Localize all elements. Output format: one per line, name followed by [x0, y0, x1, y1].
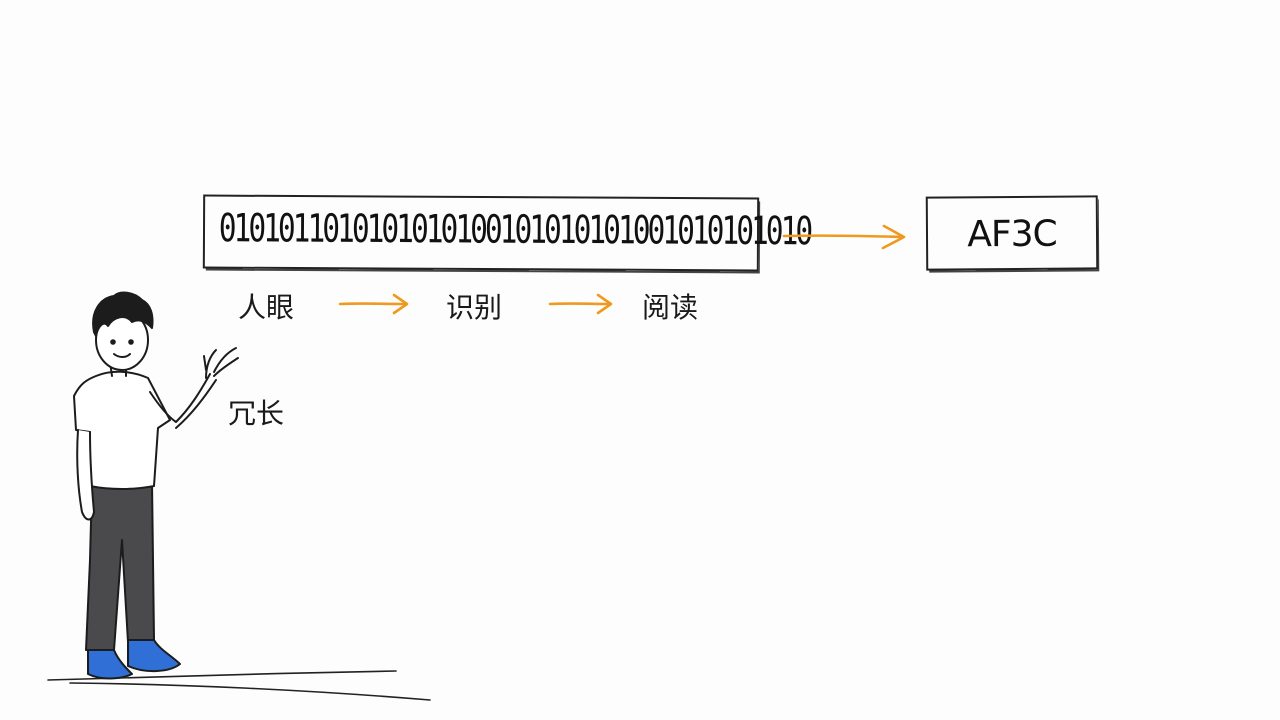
speech-word: 冗长: [228, 397, 285, 430]
person-shirt: [73, 370, 171, 490]
step-recognize-label: 识别: [446, 291, 503, 324]
person-pants: [85, 481, 155, 651]
person-shoe-right: [127, 639, 181, 672]
step-eye-label: 人眼: [238, 291, 295, 324]
person-hair: [92, 291, 154, 337]
person-shoe-left: [87, 649, 133, 680]
ground-line: [47, 670, 431, 701]
person-hand: [203, 347, 239, 379]
person-figure: [73, 291, 239, 680]
arrow-recognize-to-read: [548, 293, 613, 315]
arrow-binary-to-hex: [782, 224, 906, 250]
arrow-eye-to-recognize: [338, 293, 409, 315]
step-read-label: 阅读: [642, 291, 699, 324]
